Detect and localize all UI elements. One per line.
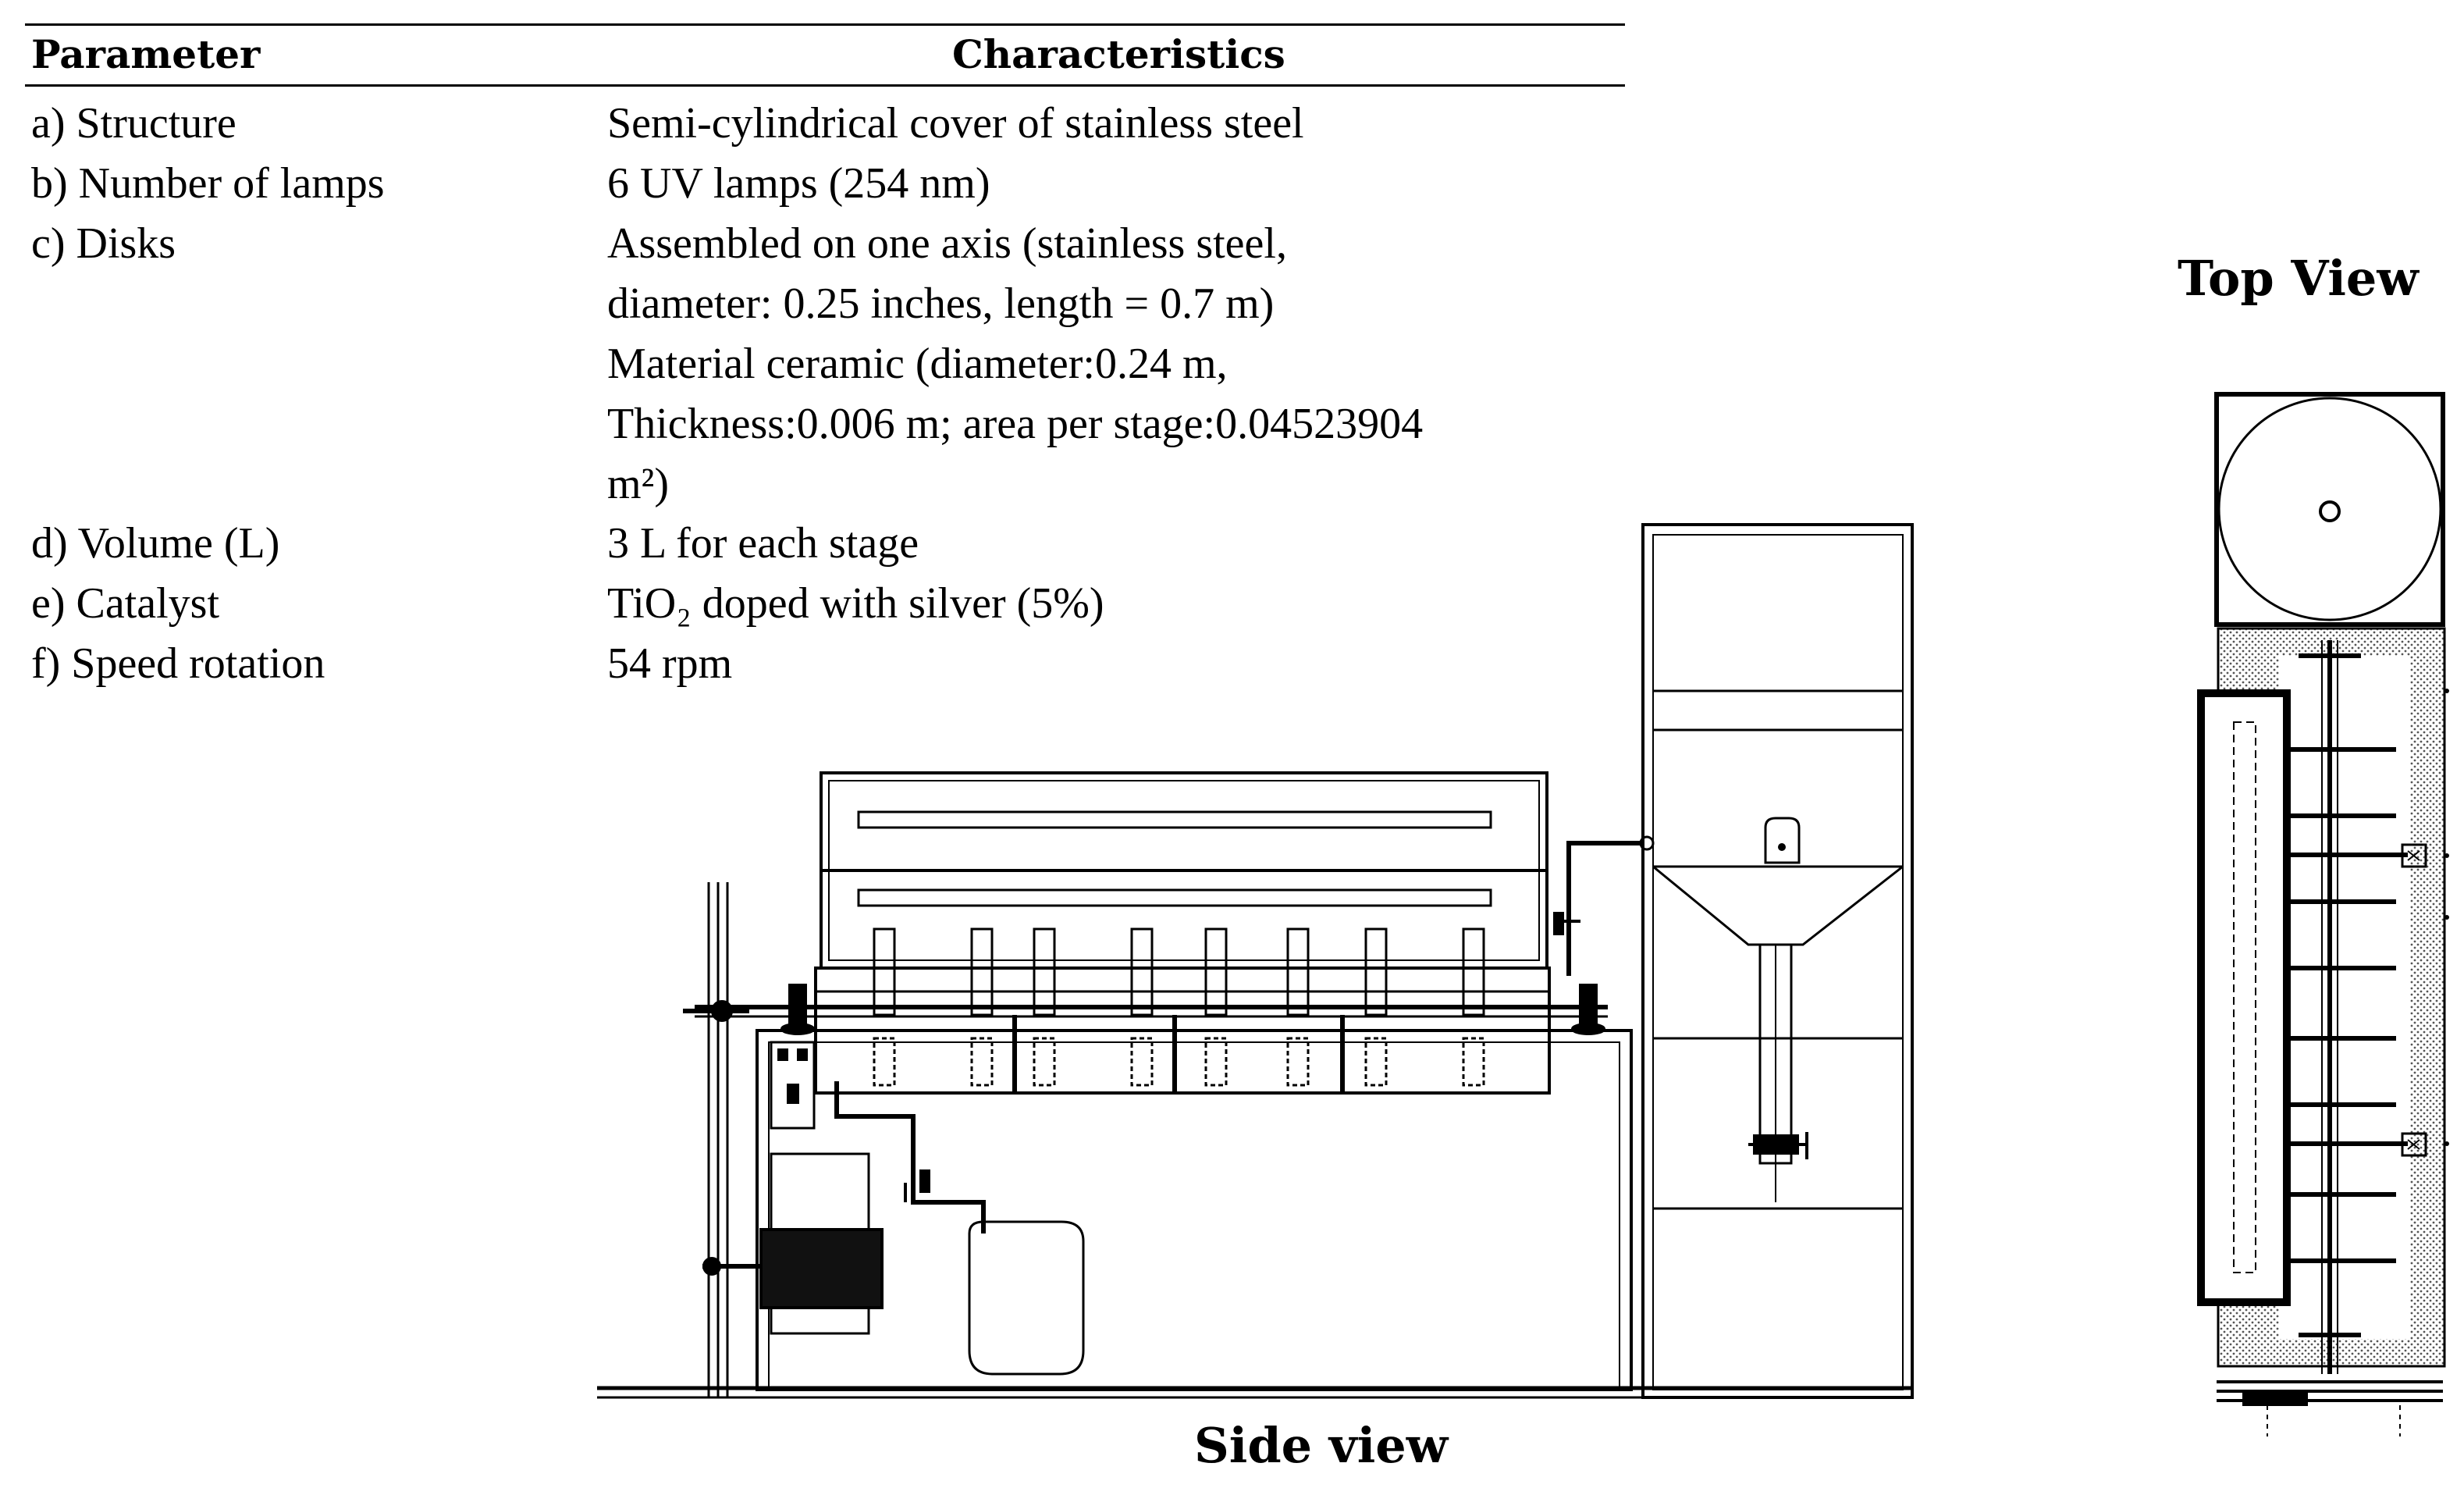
row-catalyst-param: e) Catalyst: [31, 579, 220, 628]
reactor-trough: [814, 966, 1551, 1095]
row-speed-param: f) Speed rotation: [31, 639, 325, 688]
tank-cabinet: [1641, 523, 1914, 1399]
control-box: [770, 1041, 816, 1130]
row-lamps-value: 6 UV lamps (254 nm): [607, 159, 990, 208]
header-parameter: Parameter: [31, 31, 261, 77]
motor: [759, 1228, 884, 1309]
row-disks-param: c) Disks: [31, 219, 176, 268]
top-view-drawing: [2197, 392, 2449, 1436]
row-disks-value: Assembled on one axis (stainless steel, …: [607, 219, 1424, 508]
disk-top-circle: [2217, 397, 2442, 621]
table-top-rule: [25, 23, 1625, 26]
row-volume-param: d) Volume (L): [31, 519, 280, 568]
side-view-title: Side view: [1194, 1417, 1449, 1474]
uv-lamp-1: [857, 810, 1492, 829]
reservoir: [968, 1220, 1085, 1376]
row-structure-param: a) Structure: [31, 99, 236, 148]
header-characteristics: Characteristics: [952, 31, 1285, 77]
row-lamps-param: b) Number of lamps: [31, 159, 385, 208]
row-structure-value: Semi-cylindrical cover of stainless stee…: [607, 99, 1304, 148]
top-view-title: Top View: [2178, 250, 2419, 307]
funnel: [1652, 865, 1904, 946]
table-header-rule: [25, 84, 1625, 87]
lamp-housing: [2197, 689, 2291, 1306]
row-speed-value: 54 rpm: [607, 639, 733, 688]
uv-lamp-2: [857, 888, 1492, 907]
row-volume-value: 3 L for each stage: [607, 519, 919, 568]
side-view-drawing: [597, 523, 1914, 1399]
row-catalyst-value: TiO₂ doped with silver (5%): [607, 579, 1104, 628]
